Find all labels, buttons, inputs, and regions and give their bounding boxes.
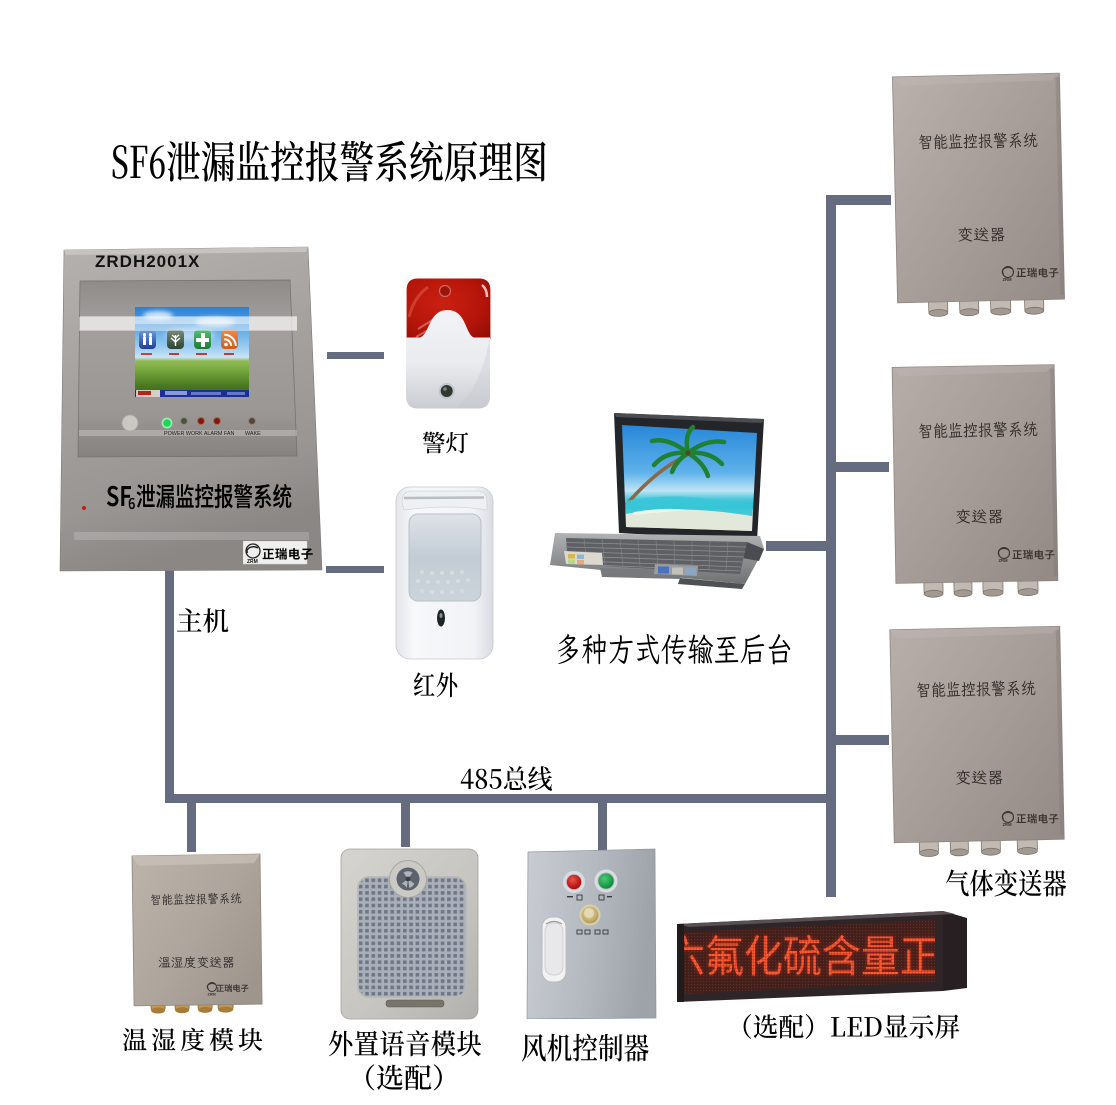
- svg-text:ZRM: ZRM: [1003, 277, 1013, 282]
- svg-text:ZRM: ZRM: [208, 993, 216, 997]
- svg-text:POWER WORK ALARM FAN: POWER WORK ALARM FAN: [164, 431, 234, 437]
- svg-text:WAKE: WAKE: [245, 431, 261, 437]
- svg-text:ZRM: ZRM: [1003, 822, 1013, 827]
- svg-text:ZRM: ZRM: [999, 558, 1009, 563]
- svg-text:ZRM: ZRM: [247, 559, 258, 565]
